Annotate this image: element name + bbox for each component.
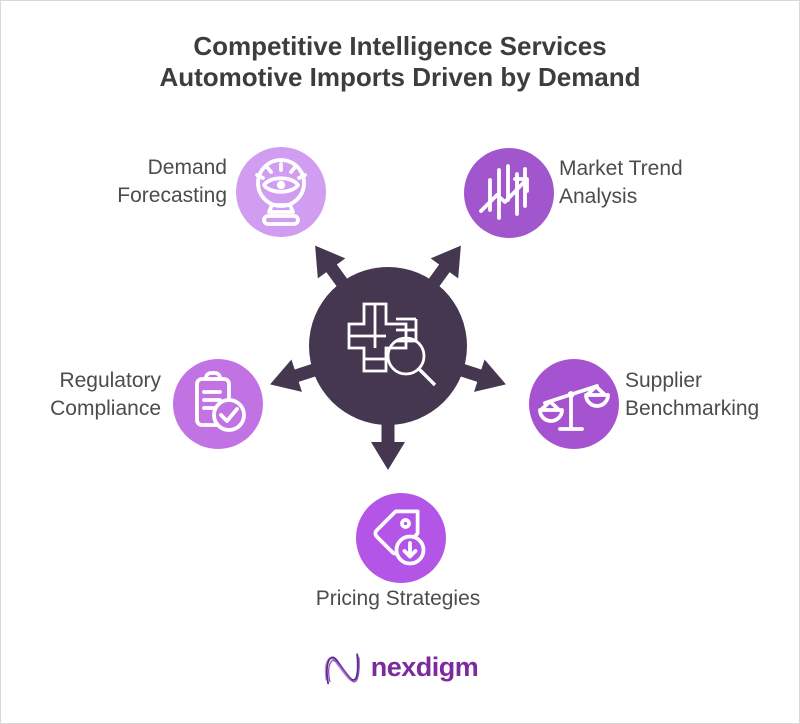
label-pricing-strategies: Pricing Strategies: [315, 587, 481, 610]
trend-chart-icon: [479, 164, 529, 220]
page-title: Competitive Intelligence Services Automo…: [1, 31, 799, 93]
hub-circle: [309, 267, 467, 425]
price-tag-icon: [373, 509, 426, 566]
title-line-1: Competitive Intelligence Services: [193, 31, 607, 61]
label-market-trend-analysis: Market Trend Analysis: [559, 157, 683, 208]
label-supplier-benchmarking: Supplier Benchmarking: [625, 369, 760, 420]
nexdigm-logo: nexdigm: [322, 644, 479, 690]
analysis-magnifier-icon: [347, 302, 437, 387]
node-regulatory-compliance: [173, 359, 263, 449]
title-line-2: Automotive Imports Driven by Demand: [159, 62, 641, 92]
logo-wordmark: nexdigm: [370, 651, 479, 682]
n-glyph-icon: [324, 653, 360, 685]
clipboard-check-icon: [195, 371, 246, 432]
label-regulatory-compliance: Regulatory Compliance: [50, 369, 161, 420]
hub-graphic: [270, 245, 506, 470]
node-supplier-benchmarking: [529, 359, 619, 449]
label-demand-forecasting: Demand Forecasting: [117, 156, 227, 207]
balance-scale-icon: [538, 384, 610, 431]
node-demand-forecasting: [236, 147, 326, 237]
node-pricing-strategies: [356, 493, 446, 583]
node-market-trend-analysis: [464, 148, 554, 238]
crystal-ball-icon: [255, 158, 307, 226]
